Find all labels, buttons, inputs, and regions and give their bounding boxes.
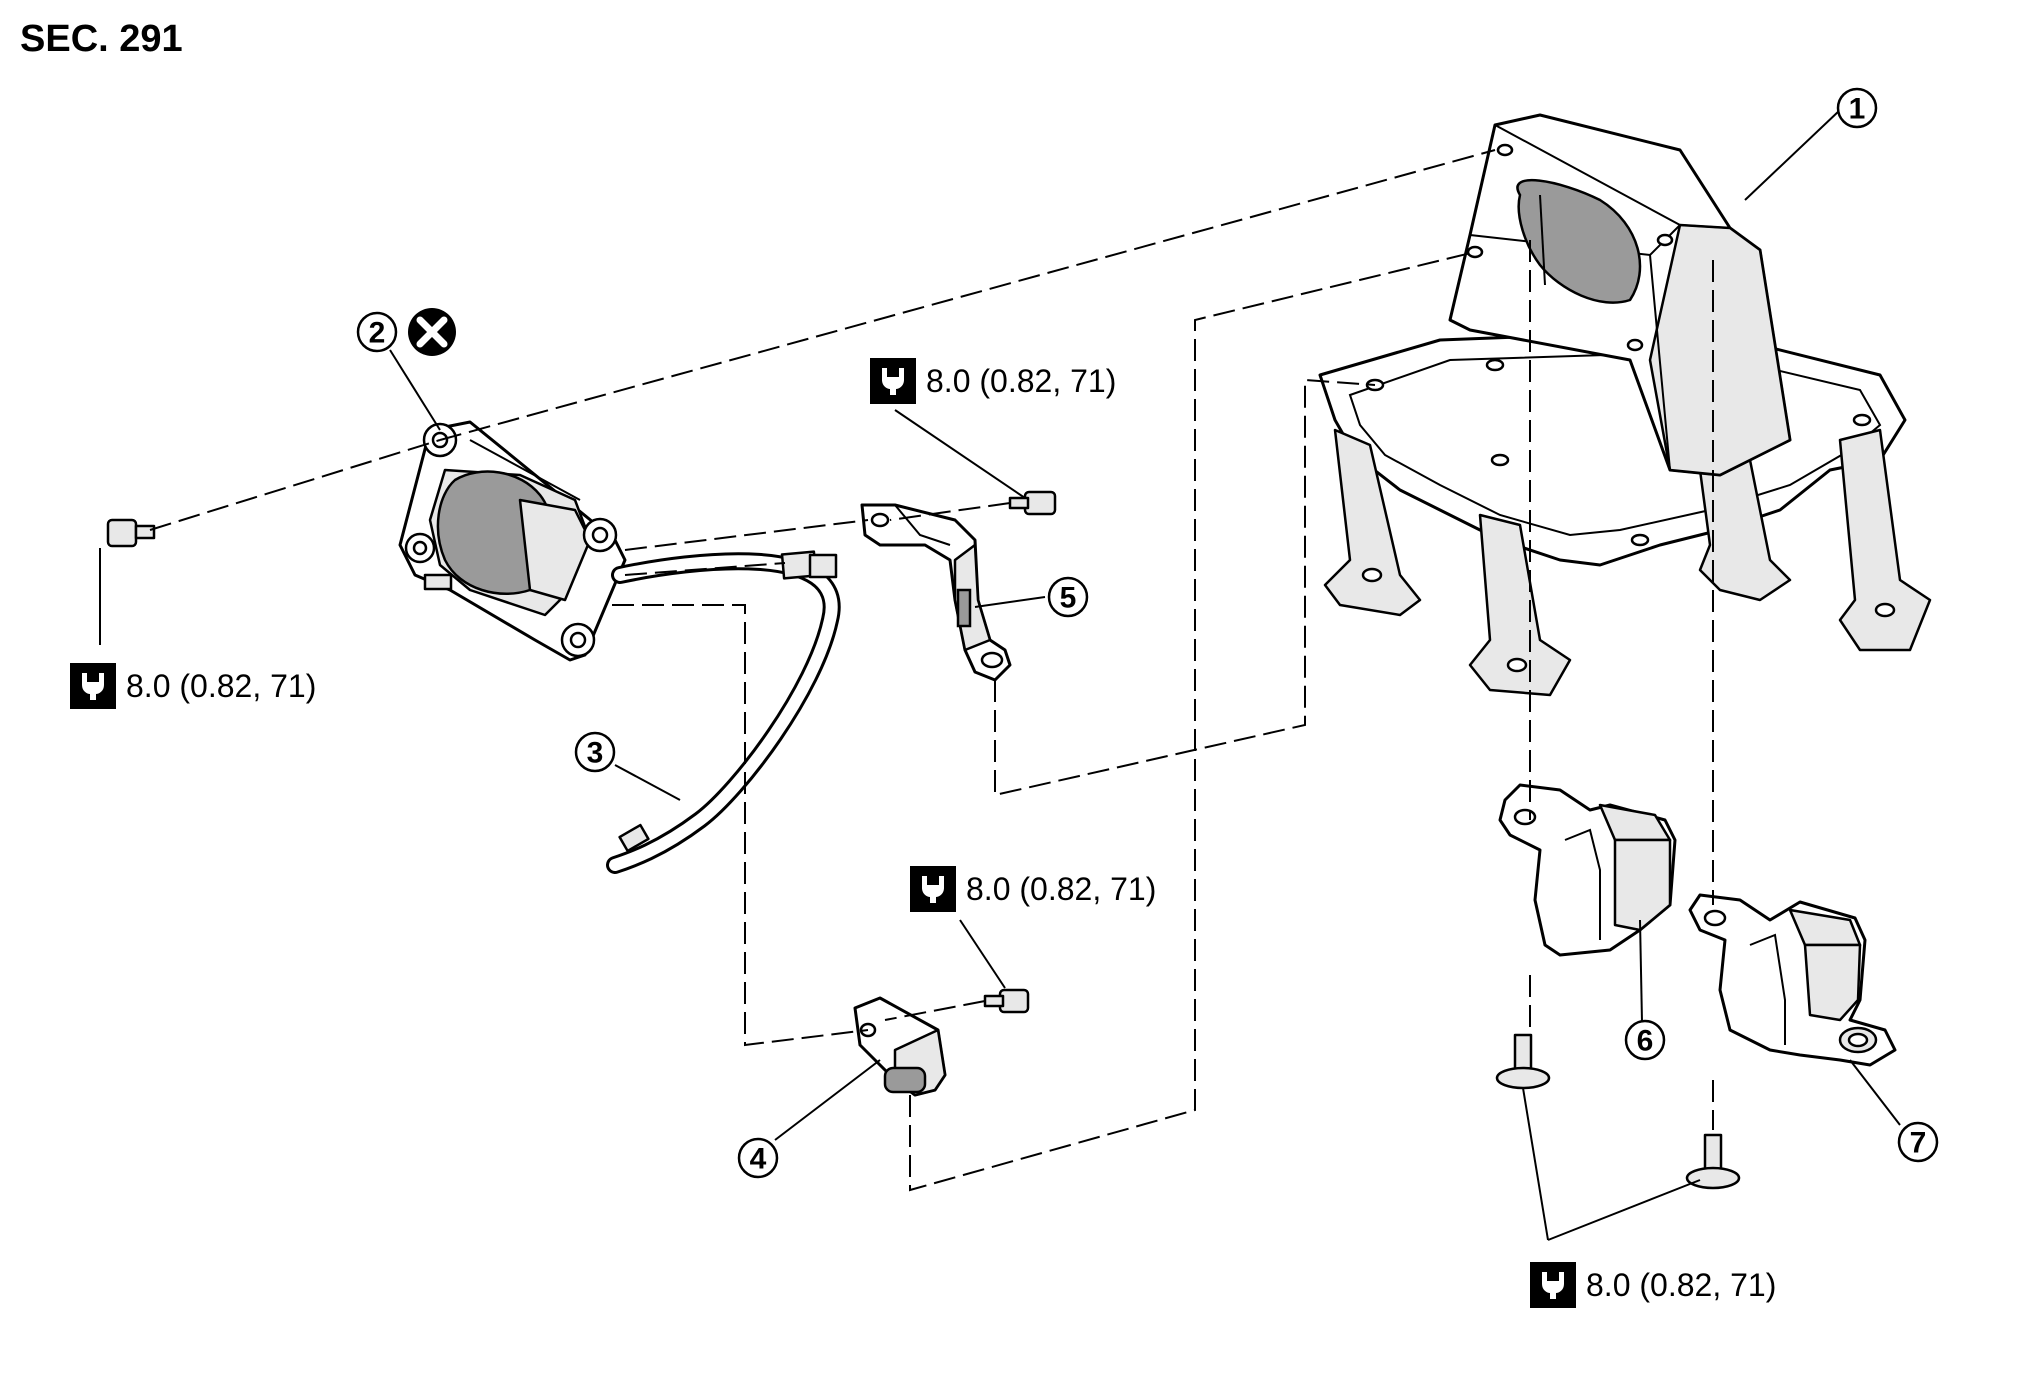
svg-text:7: 7 xyxy=(1910,1127,1927,1160)
torque-wrench-icon xyxy=(70,663,116,709)
leader-lines xyxy=(99,109,1901,1241)
clip-fastener-6 xyxy=(1495,1033,1551,1090)
bolt-bracket-4 xyxy=(983,988,1030,1014)
clip-bracket-part-4 xyxy=(853,996,947,1097)
torque-value: 8.0 (0.82, 71) xyxy=(1586,1266,1777,1303)
callout-1: 1 xyxy=(1836,87,1878,129)
harness-bracket-part-5 xyxy=(860,503,1012,682)
bolt-bracket-5 xyxy=(1008,490,1057,516)
torque-wrench-icon xyxy=(910,866,956,912)
section-reference: SEC. 291 xyxy=(20,18,183,60)
callout-6: 6 xyxy=(1624,1019,1666,1061)
torque-wrench-icon xyxy=(1530,1262,1576,1308)
torque-value: 8.0 (0.82, 71) xyxy=(126,667,317,704)
svg-text:5: 5 xyxy=(1060,582,1077,615)
torque-value: 8.0 (0.82, 71) xyxy=(926,362,1117,399)
svg-text:2: 2 xyxy=(369,317,386,350)
svg-text:3: 3 xyxy=(587,737,604,770)
torque-value: 8.0 (0.82, 71) xyxy=(966,870,1157,907)
do-not-reuse-icon xyxy=(408,308,456,356)
callout-2: 2 xyxy=(356,311,398,353)
svg-text:6: 6 xyxy=(1637,1025,1654,1058)
callout-4: 4 xyxy=(737,1137,779,1179)
svg-text:1: 1 xyxy=(1849,93,1866,126)
callout-3: 3 xyxy=(574,731,616,773)
bolt-sensor xyxy=(106,518,156,548)
torque-spec-clips: 8.0 (0.82, 71) xyxy=(1530,1262,1776,1308)
sensor-bracket-part-1 xyxy=(1318,113,1932,697)
clip-part-6 xyxy=(1498,783,1677,957)
torque-spec-sensor: 8.0 (0.82, 71) xyxy=(70,663,316,709)
callout-7: 7 xyxy=(1897,1121,1939,1163)
torque-spec-bracket-5: 8.0 (0.82, 71) xyxy=(870,358,1116,404)
side-radar-sensor-part-2 xyxy=(398,420,627,662)
torque-spec-bracket-4: 8.0 (0.82, 71) xyxy=(910,866,1156,912)
clip-part-7 xyxy=(1688,893,1897,1067)
torque-wrench-icon xyxy=(870,358,916,404)
callout-5: 5 xyxy=(1047,576,1089,618)
clip-fastener-7 xyxy=(1685,1133,1741,1190)
assembly-lines xyxy=(149,149,1714,1192)
harness-part-3 xyxy=(606,550,841,874)
svg-text:4: 4 xyxy=(750,1143,767,1176)
